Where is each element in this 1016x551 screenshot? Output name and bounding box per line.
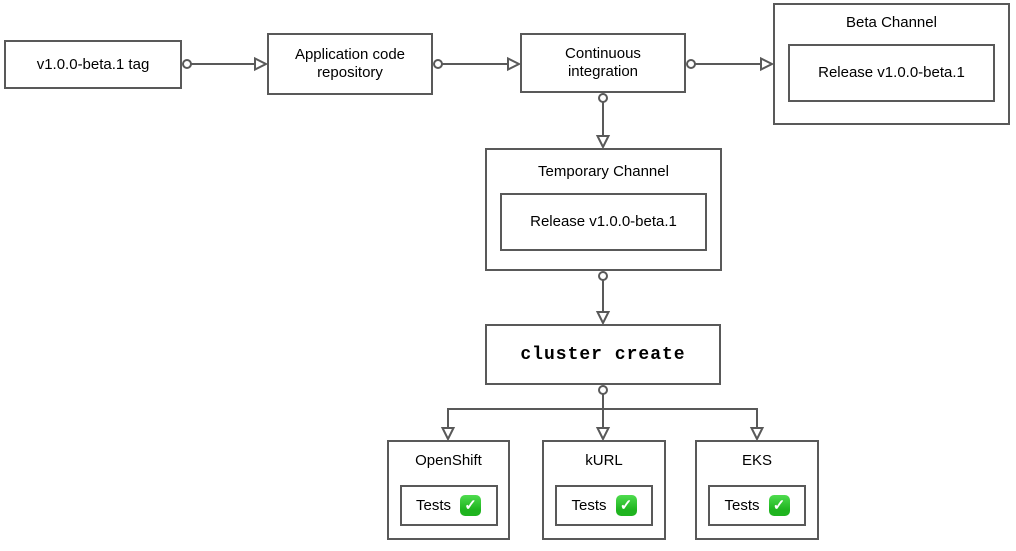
node-version-tag: v1.0.0-beta.1 tag — [4, 40, 182, 89]
temporary-channel-release-box: Release v1.0.0-beta.1 — [500, 193, 707, 251]
openshift-tests-box: Tests ✓ — [399, 485, 498, 526]
node-continuous-integration: Continuous integration — [520, 33, 686, 93]
beta-channel-release-box: Release v1.0.0-beta.1 — [788, 44, 995, 102]
check-mark-icon: ✓ — [768, 495, 790, 516]
eks-tests-box: Tests ✓ — [708, 485, 806, 526]
kurl-tests-box: Tests ✓ — [555, 485, 653, 526]
beta-channel-title: Beta Channel — [846, 14, 937, 31]
kurl-tests-label: Tests — [571, 496, 607, 514]
node-beta-channel: Beta Channel Release v1.0.0-beta.1 — [773, 3, 1010, 125]
node-application-code-repository: Application code repository — [267, 33, 433, 95]
arrow-tag-to-repo — [182, 56, 269, 72]
eks-tests-label: Tests — [724, 496, 760, 514]
openshift-tests-label: Tests — [415, 496, 451, 514]
node-cluster-kurl: kURL Tests ✓ — [542, 440, 666, 540]
kurl-title: kURL — [585, 452, 623, 469]
node-cluster-create: cluster create — [485, 324, 721, 385]
openshift-title: OpenShift — [415, 452, 482, 469]
temporary-channel-title: Temporary Channel — [538, 163, 669, 180]
cluster-create-label: cluster create — [520, 344, 686, 365]
continuous-integration-label: Continuous integration — [565, 45, 641, 80]
arrow-cluster-create-branch — [440, 385, 765, 442]
eks-title: EKS — [741, 452, 772, 469]
arrow-ci-to-beta-channel — [686, 56, 775, 72]
check-mark-icon: ✓ — [615, 495, 637, 516]
check-mark-icon: ✓ — [460, 495, 481, 516]
node-cluster-eks: EKS Tests ✓ — [695, 440, 819, 540]
version-tag-label: v1.0.0-beta.1 tag — [36, 55, 150, 73]
node-temporary-channel: Temporary Channel Release v1.0.0-beta.1 — [485, 148, 722, 271]
temporary-channel-release-label: Release v1.0.0-beta.1 — [530, 213, 677, 230]
arrow-temp-channel-to-cluster-create — [595, 271, 611, 326]
application-code-repository-label: Application code repository — [294, 46, 406, 81]
arrow-repo-to-ci — [433, 56, 522, 72]
node-cluster-openshift: OpenShift Tests ✓ — [387, 440, 510, 540]
beta-channel-release-label: Release v1.0.0-beta.1 — [818, 64, 965, 81]
arrow-ci-to-temp-channel — [595, 93, 611, 150]
